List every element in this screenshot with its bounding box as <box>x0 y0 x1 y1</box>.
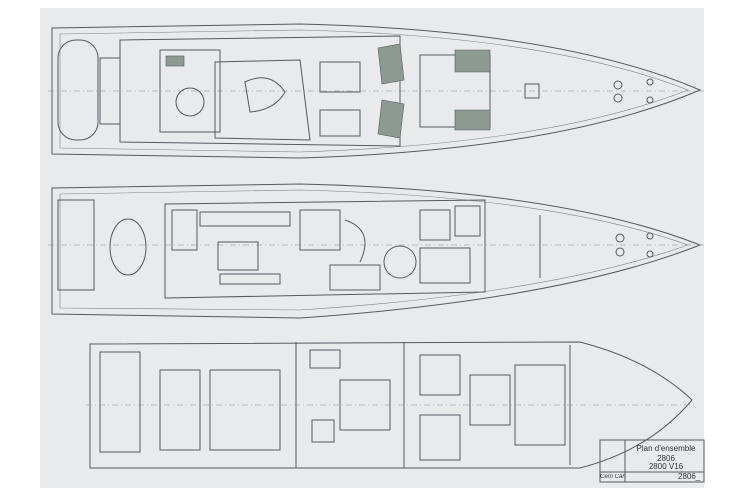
shipyard-logo: Cerri Cantieri <box>600 474 626 480</box>
upper-deck-plan <box>48 23 705 159</box>
lower-deck-plan <box>86 341 696 469</box>
title-block <box>599 439 705 483</box>
title-block-project: 2806 <box>657 454 675 463</box>
drawing-sheet <box>40 8 704 488</box>
drawing-number: 2806_ <box>678 472 701 481</box>
title-block-title: Plan d'ensemble <box>636 444 696 453</box>
main-deck-plan <box>48 183 705 319</box>
title-block-model: 2800 V16 <box>648 462 684 471</box>
